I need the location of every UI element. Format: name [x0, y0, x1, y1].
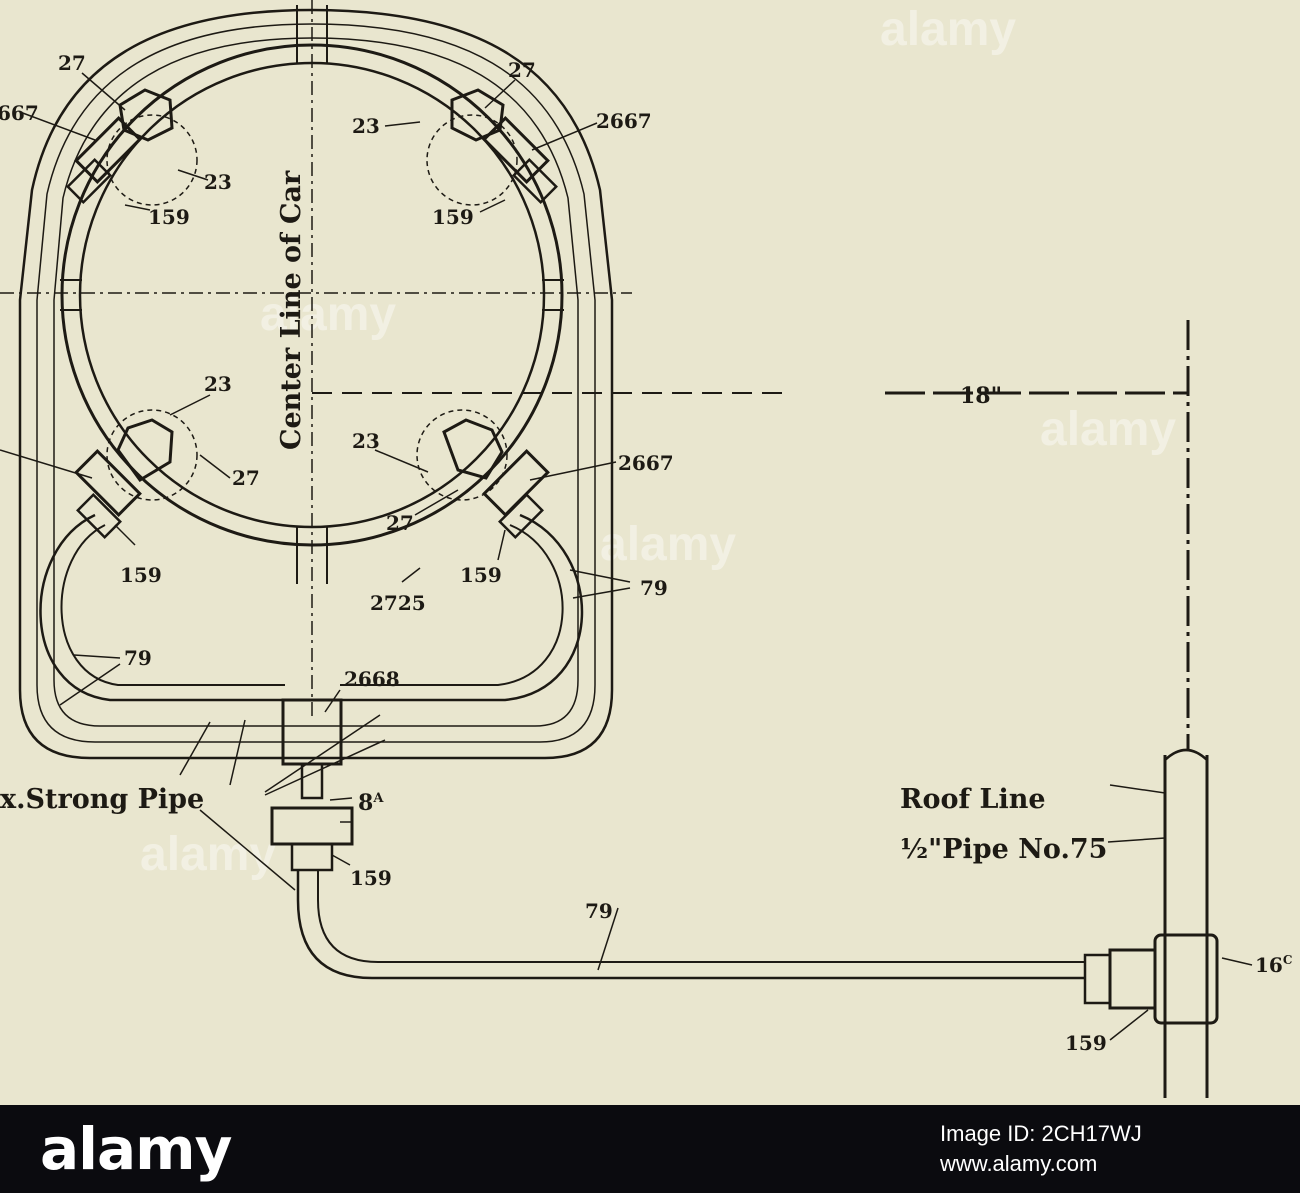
watermark: alamy [880, 3, 1016, 56]
strong-pipe-label: x.Strong Pipe [0, 784, 204, 815]
callout-159: 159 [1065, 1031, 1107, 1055]
pipe-label: ½"Pipe No.75 [900, 834, 1107, 865]
technical-drawing: alamy alamy alamy alamy alamy [0, 0, 1300, 1105]
lower-pipe-loops [39, 513, 584, 702]
stock-footer: alamy Image ID: 2CH17WJ www.alamy.com [0, 1105, 1300, 1193]
callout-79: 79 [640, 576, 668, 600]
roof-pipe [1083, 748, 1219, 1098]
callout-23: 23 [352, 114, 380, 138]
callout-2667: 2667 [596, 109, 652, 133]
valve-8a [270, 762, 354, 872]
callout-2667: 667 [0, 101, 39, 125]
center-line-label: Center Line of Car [276, 170, 307, 450]
callout-27: 27 [232, 466, 260, 490]
watermark: alamy [1040, 403, 1176, 456]
site-url: www.alamy.com [940, 1151, 1098, 1176]
callout-2668: 2668 [344, 667, 400, 691]
callout-2667: 2667 [618, 451, 674, 475]
alamy-logo: alamy [40, 1115, 232, 1183]
image-id: Image ID: 2CH17WJ [940, 1121, 1142, 1146]
callout-79: 79 [585, 899, 613, 923]
ring-spokes [60, 5, 564, 584]
callout-23: 23 [352, 429, 380, 453]
dimension-label: 18" [960, 383, 1002, 409]
callout-159: 159 [148, 205, 190, 229]
callout-16c: 16C [1255, 953, 1292, 977]
callout-159: 159 [120, 563, 162, 587]
callout-8a: 8A [358, 790, 384, 816]
callout-159: 159 [432, 205, 474, 229]
diagram-svg: alamy alamy alamy alamy alamy [0, 0, 1292, 1098]
callout-2725: 2725 [370, 591, 426, 615]
callout-159: 159 [460, 563, 502, 587]
watermark: alamy [260, 288, 396, 341]
callout-27: 27 [386, 511, 414, 535]
leader-lines [0, 72, 1253, 1041]
callout-27: 27 [508, 58, 536, 82]
callout-27: 27 [58, 51, 86, 75]
callout-23: 23 [204, 170, 232, 194]
fitting-bottom-right [416, 409, 550, 539]
bottom-pipe-outer [296, 870, 1085, 980]
callout-159: 159 [350, 866, 392, 890]
fitting-top-right [426, 88, 558, 206]
ring-inner-circle [78, 61, 546, 529]
roof-line-label: Roof Line [900, 784, 1046, 815]
watermark: alamy [140, 828, 276, 881]
callout-23: 23 [204, 372, 232, 396]
watermark: alamy [600, 518, 736, 571]
bottom-pipe-inner [317, 870, 1085, 963]
ring-outer-circle [60, 43, 564, 547]
watermark-layer: alamy alamy alamy alamy alamy [140, 3, 1176, 881]
fitting-top-left [66, 88, 198, 206]
callout-79: 79 [124, 646, 152, 670]
outer-pipe-frame [18, 8, 614, 760]
fitting-bottom-left [74, 409, 198, 539]
